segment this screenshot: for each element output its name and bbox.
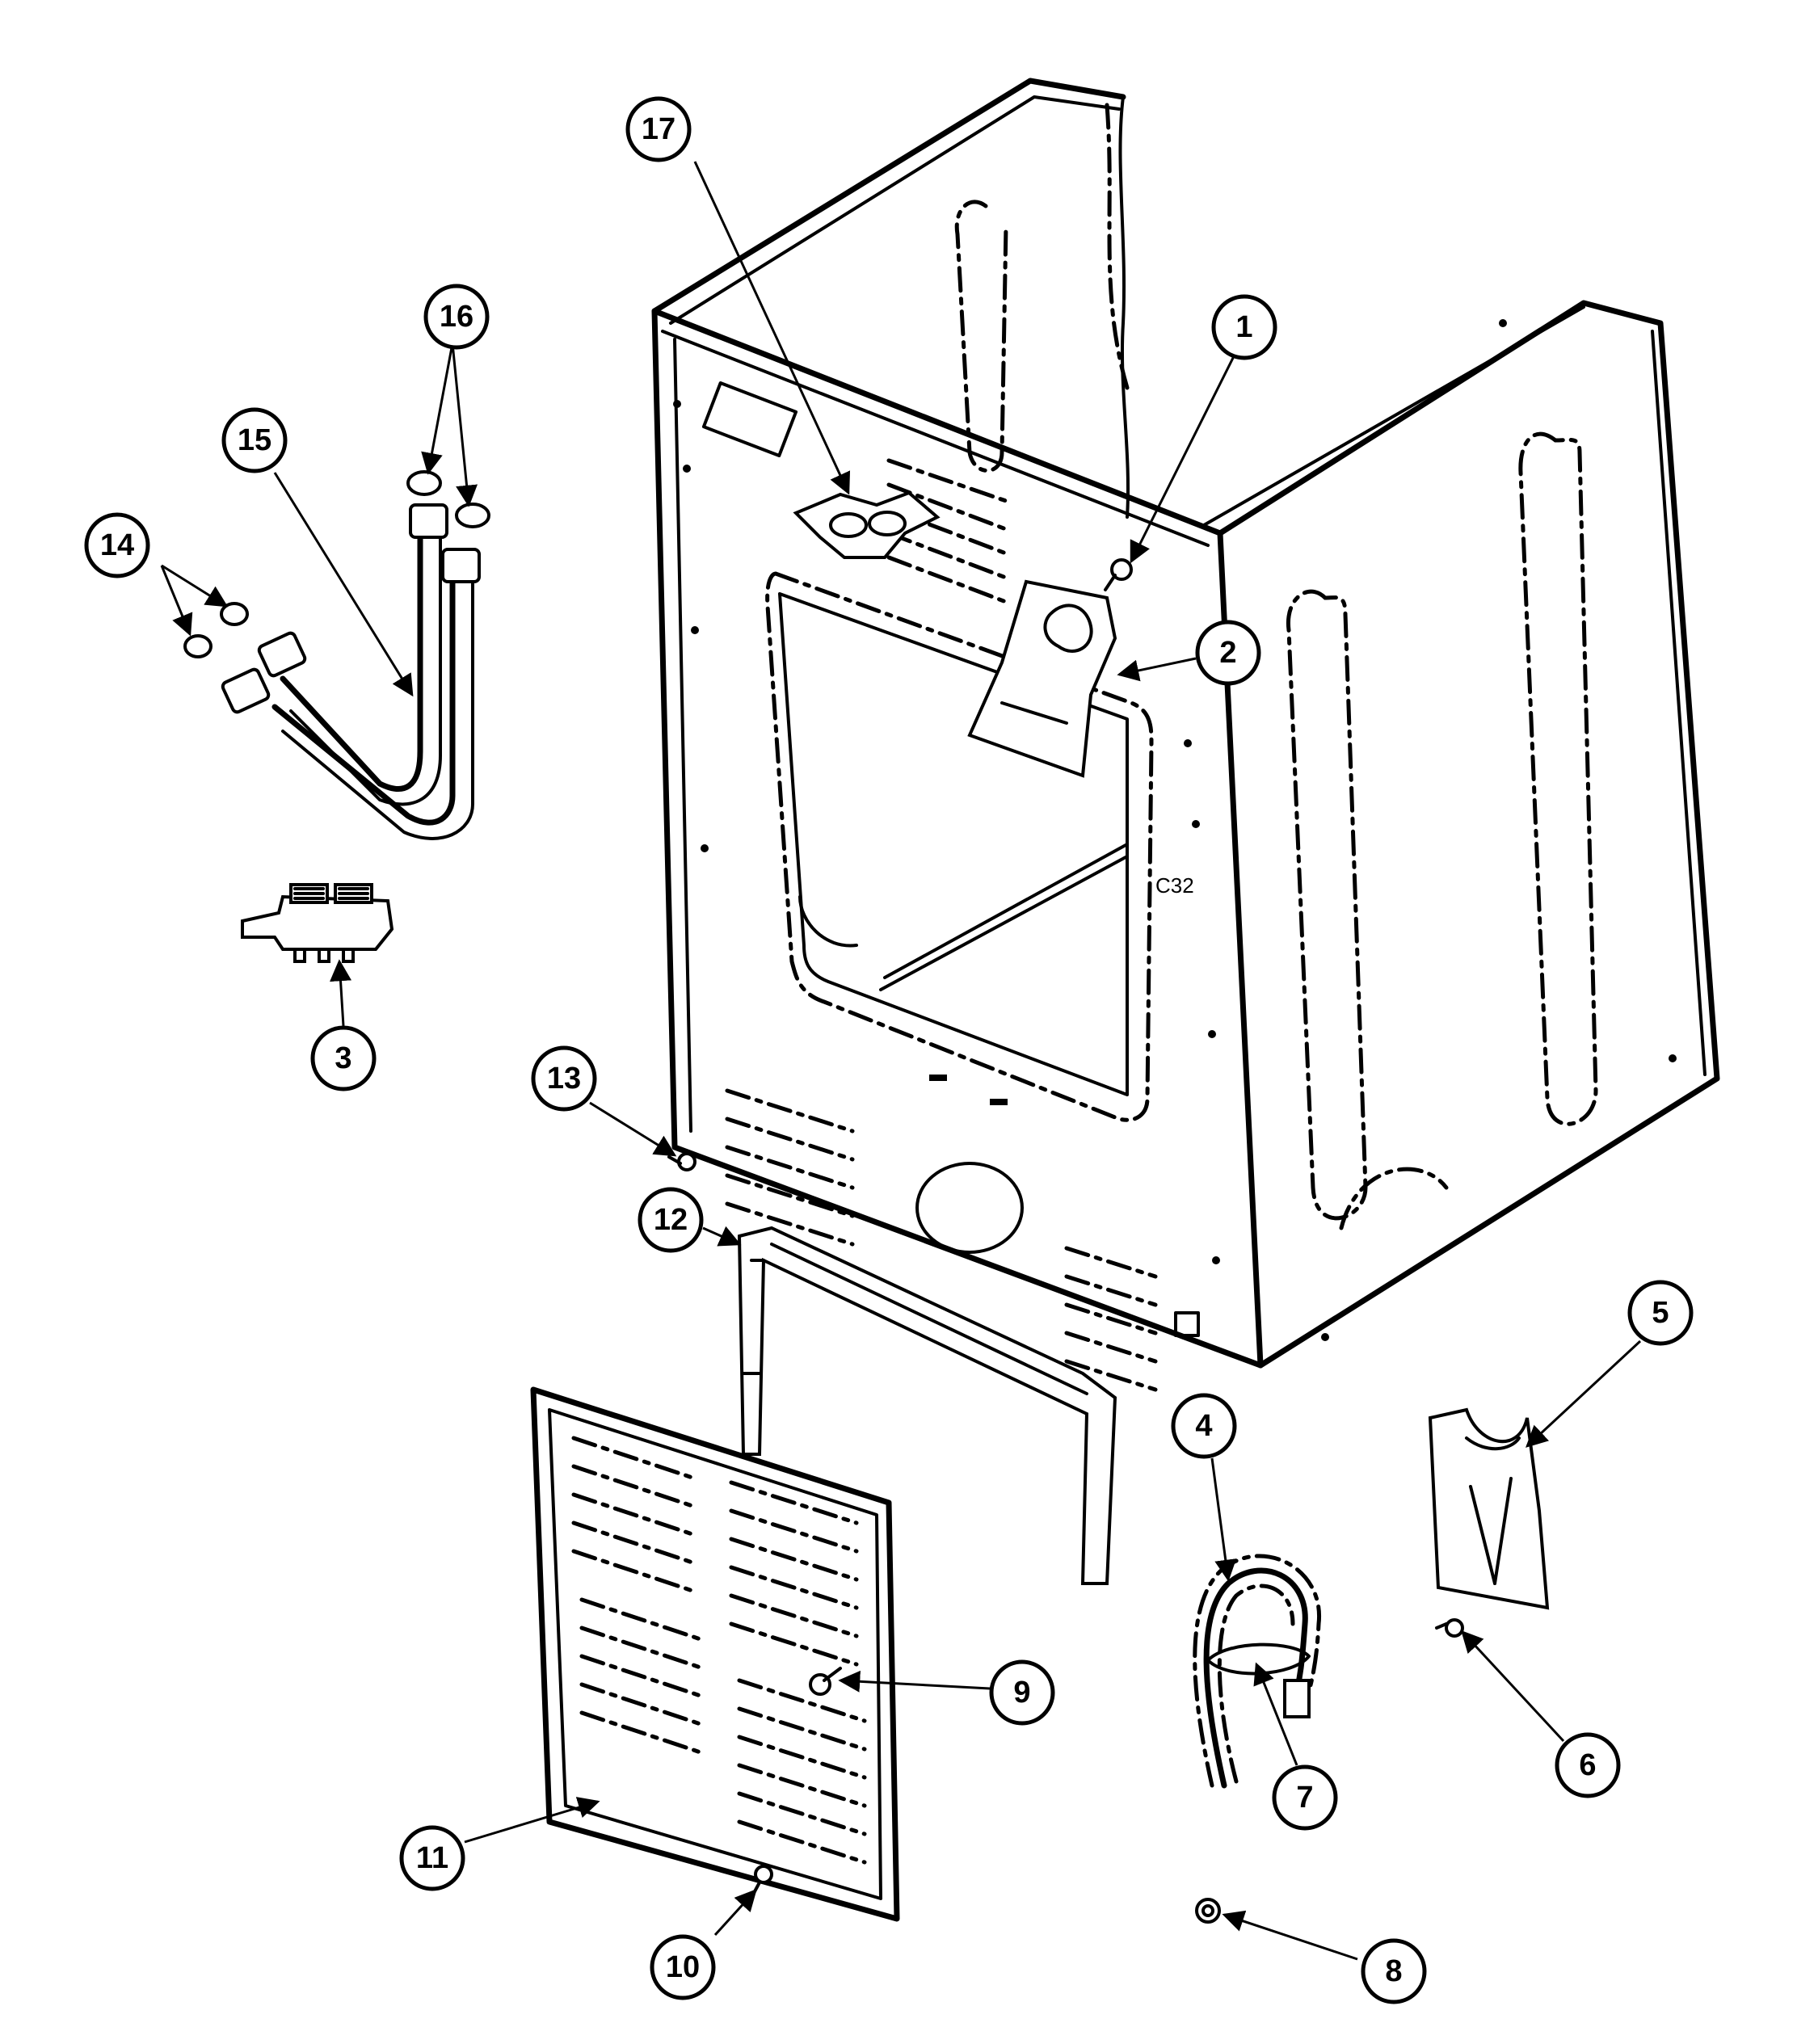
svg-text:2: 2: [1219, 636, 1236, 670]
svg-text:8: 8: [1385, 1954, 1402, 1988]
callout-17: 17: [625, 96, 692, 162]
svg-text:7: 7: [1296, 1781, 1313, 1815]
svg-text:3: 3: [335, 1041, 351, 1075]
part-3-water-valve: [241, 883, 394, 963]
callout-2: 2: [1195, 620, 1261, 686]
callout-13: 13: [531, 1045, 597, 1112]
svg-text:1: 1: [1235, 310, 1252, 344]
callout-16: 16: [423, 284, 490, 350]
part-11-access-panel: [530, 1386, 900, 1922]
callout-6: 6: [1555, 1732, 1621, 1798]
callout-leaders: [160, 161, 1642, 1961]
svg-text:12: 12: [654, 1203, 688, 1237]
callout-9: 9: [989, 1659, 1055, 1726]
callout-11: 11: [399, 1825, 465, 1891]
cabinet: C32: [651, 78, 1720, 1392]
callout-8: 8: [1361, 1938, 1427, 2004]
front-lower-left-louvers: [725, 1088, 855, 1247]
front-lower-right-louvers: [1064, 1246, 1158, 1392]
part-6-screw: [1435, 1618, 1464, 1638]
part-12-base-bracket: [737, 1226, 1117, 1585]
svg-text:6: 6: [1579, 1748, 1596, 1782]
callout-10: 10: [650, 1934, 716, 2000]
front-upper-louvers: [886, 458, 1008, 604]
svg-text:C32: C32: [1155, 873, 1194, 898]
svg-text:5: 5: [1652, 1296, 1669, 1330]
svg-text:15: 15: [238, 423, 271, 457]
cabinet-back-top-edge: [651, 78, 1126, 314]
part-5-hose-cover: [1428, 1407, 1550, 1610]
cabinet-front-opening: [765, 571, 1154, 1122]
part-16-hose-washers: [406, 470, 490, 528]
right-panel-slot-front: [1286, 589, 1368, 1221]
panel-louvers: [571, 1436, 867, 1865]
part-8-clamp: [1195, 1898, 1221, 1924]
cabinet-drain-hole: [915, 1162, 1024, 1254]
svg-text:13: 13: [547, 1062, 581, 1096]
svg-text:10: 10: [666, 1950, 700, 1984]
part-17-hose-bracket: [793, 490, 941, 559]
svg-text:16: 16: [440, 300, 473, 334]
svg-text:17: 17: [642, 112, 675, 146]
svg-text:4: 4: [1195, 1409, 1212, 1443]
callout-15: 15: [221, 407, 288, 473]
right-panel-slot-rear: [1518, 431, 1598, 1126]
cabinet-back-right-edge: [1118, 95, 1130, 519]
part-2-hose-guide: [967, 579, 1117, 778]
part-4-drain-hose: [1193, 1554, 1321, 1789]
callout-3: 3: [310, 1025, 377, 1091]
callout-1: 1: [1211, 294, 1277, 360]
svg-text:9: 9: [1013, 1676, 1030, 1710]
part-7-hose-clamp: [1206, 1642, 1311, 1676]
callout-7: 7: [1272, 1764, 1338, 1831]
cabinet-right-panel: [1217, 300, 1720, 1369]
callout-14: 14: [84, 512, 150, 578]
cabinet-front-panel: [651, 308, 1264, 1369]
part-13-screw: [667, 1152, 696, 1171]
callout-5: 5: [1627, 1280, 1694, 1346]
part-1-screw: [1104, 558, 1133, 591]
part-9-screw: [809, 1667, 842, 1696]
callout-4: 4: [1171, 1393, 1237, 1459]
part-15-fill-hoses: [221, 503, 481, 840]
part-14-valve-screens: [183, 602, 249, 658]
svg-text:11: 11: [416, 1841, 448, 1875]
callout-12: 12: [638, 1187, 704, 1253]
svg-text:14: 14: [100, 528, 134, 562]
